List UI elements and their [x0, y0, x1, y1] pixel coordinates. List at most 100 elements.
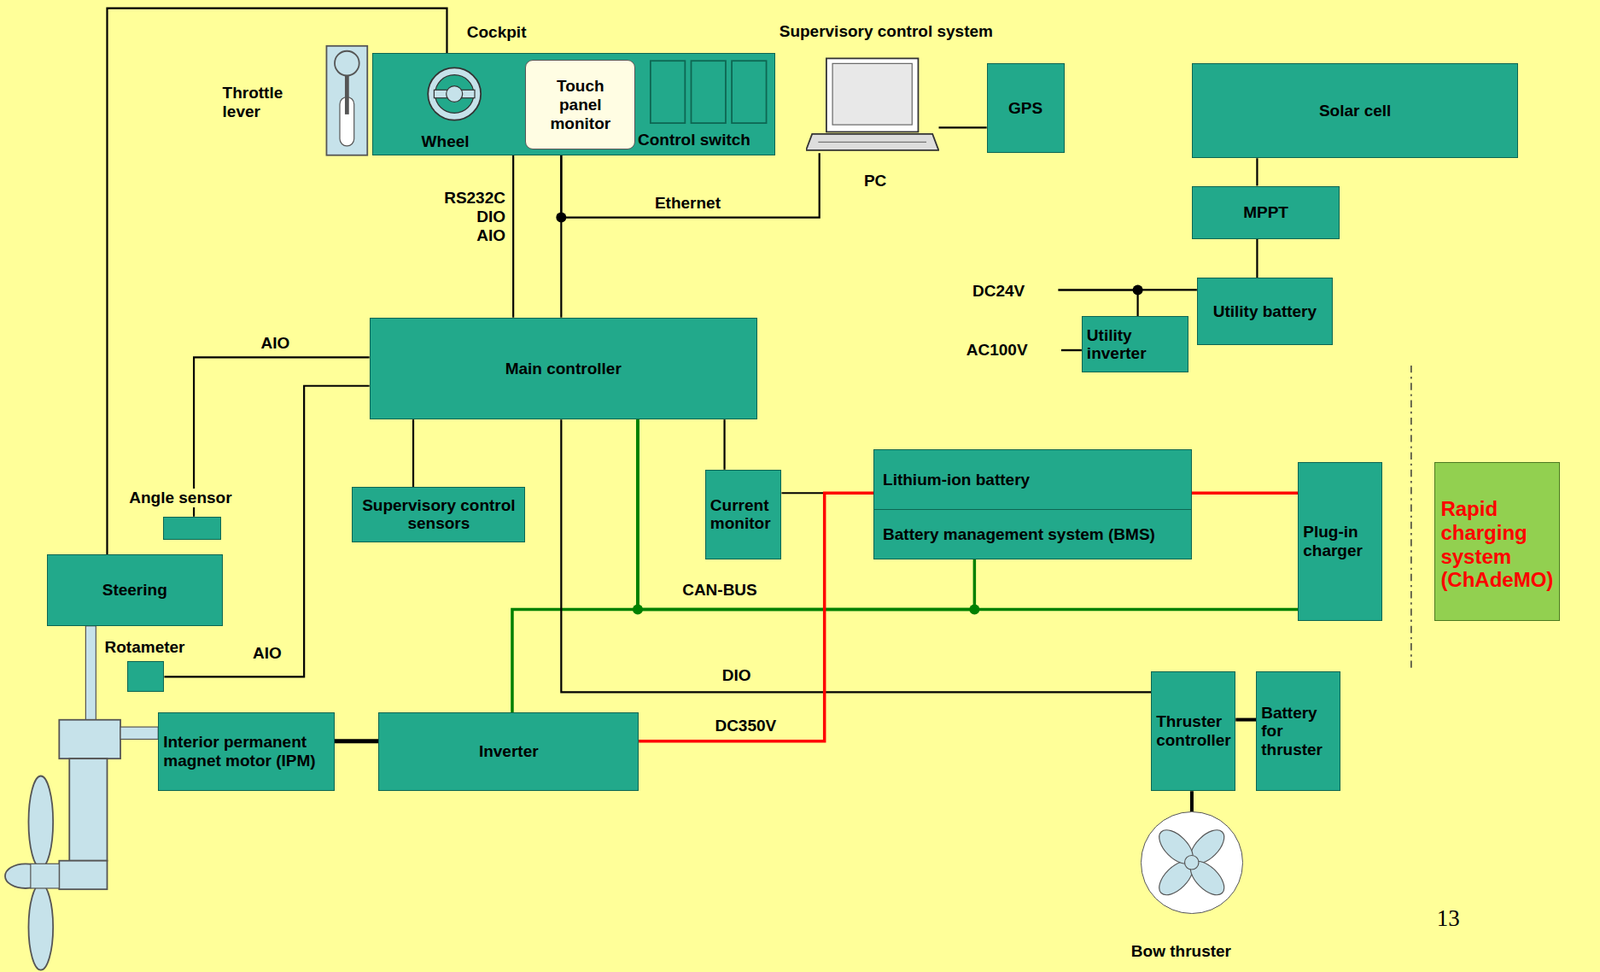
steering-shaft: [85, 625, 96, 720]
wheel-rim: [427, 68, 481, 121]
connector-line: [723, 419, 725, 470]
part-label: AC100V: [966, 340, 1028, 360]
node-heading: Angle sensor: [127, 488, 234, 508]
node-text: Solar cell: [1192, 99, 1518, 123]
junction-dot: [1132, 284, 1144, 295]
propeller-blade: [28, 775, 53, 868]
signal-label: DIO: [720, 665, 754, 685]
node-text: GPS: [987, 97, 1064, 120]
component-box: Thruster controller: [1150, 671, 1236, 791]
component-box: Main controller: [369, 317, 758, 421]
signal-label: DC350V: [712, 716, 778, 736]
component-box: Interior permanent magnet motor (IPM): [157, 712, 335, 791]
component-box: Current monitor: [705, 469, 783, 560]
pc-icon: Supervisory control systemPC: [805, 56, 939, 154]
node-text: Plug-in charger: [1298, 520, 1382, 562]
component-box: Supervisory control sensors: [351, 486, 526, 543]
sensor-box: Rotameter: [127, 660, 164, 692]
node-text: Inverter: [379, 740, 638, 763]
signal-label: CAN-BUS: [680, 580, 760, 600]
control-switch: [650, 60, 685, 123]
junction-dot: [632, 604, 643, 615]
component-box: Steering: [46, 554, 223, 626]
propeller-blade: [28, 883, 53, 970]
drive-head: [58, 719, 121, 759]
laptop-screen: [826, 58, 919, 132]
node-text: Current monitor: [706, 494, 782, 536]
node-heading: Bow thruster: [1129, 941, 1233, 961]
node-text: Battery for thruster: [1256, 701, 1340, 762]
node-heading: Supervisory control system: [777, 22, 995, 41]
component-box: Battery for thruster: [1255, 671, 1341, 791]
node-text: Rapid charging system (ChAdeMO): [1435, 462, 1559, 595]
fan-blade: [1153, 823, 1199, 870]
connector-line: [638, 492, 874, 741]
connector-line: [1255, 239, 1258, 278]
throttle-lever: [326, 46, 368, 156]
connector-line: [334, 738, 379, 743]
component-box: Solar cell: [1191, 63, 1519, 158]
fan-hub: [1185, 855, 1199, 870]
part-label: Throttle lever: [222, 83, 284, 122]
connector-line: [1235, 718, 1256, 722]
component-box: Plug-in charger: [1297, 461, 1383, 620]
part-label: Control switch: [637, 130, 751, 150]
control-switch: [691, 60, 726, 123]
motor-coupling: [120, 726, 158, 739]
signal-label: RS232C DIO AIO: [442, 188, 508, 246]
junction-dot: [969, 604, 980, 615]
signal-label: AIO: [251, 643, 284, 663]
connector-line: [939, 126, 987, 129]
laptop-keys: [817, 141, 927, 143]
part-label: Wheel: [421, 132, 470, 152]
fan-blade: [1185, 855, 1231, 901]
node-text: Interior permanent magnet motor (IPM): [158, 730, 334, 772]
node-text: Utility inverter: [1082, 324, 1188, 366]
fan-art: [1141, 811, 1243, 913]
node-text: Steering: [47, 578, 222, 602]
component-box: Inverter: [378, 712, 639, 791]
laptop-display: [832, 63, 912, 125]
fan-blade: [1185, 823, 1231, 870]
node-text: Utility battery: [1197, 300, 1332, 323]
component-box: MPPT: [1191, 186, 1340, 240]
wheel-hub: [446, 86, 463, 103]
thruster-circle: Bow thruster: [1140, 811, 1244, 914]
ac100v-wire: [1061, 349, 1082, 351]
page-number: 13: [1436, 905, 1460, 932]
junction-dot: [555, 212, 567, 223]
propeller-hub: [30, 863, 59, 888]
part-label: DC24V: [972, 281, 1025, 301]
component-box: Utility inverter: [1081, 315, 1189, 373]
node-text: Thruster controller: [1151, 710, 1235, 752]
control-switch: [731, 60, 766, 123]
node-heading: Cockpit: [465, 23, 529, 42]
monitor-box: Touch panel monitor: [525, 59, 636, 150]
component-box: GPS: [986, 63, 1065, 153]
signal-label: AIO: [259, 333, 292, 353]
connector-line: [637, 419, 1298, 609]
drive-column: [69, 758, 107, 861]
node-text: Battery management system (BMS): [874, 508, 1192, 558]
boundary-line: [1410, 365, 1412, 669]
connector-line: [1138, 289, 1198, 316]
dc24v-wire: [1057, 288, 1138, 291]
laptop-base: [805, 134, 939, 151]
node-text: Main controller: [370, 357, 757, 380]
sensor-box: Angle sensor: [163, 516, 222, 540]
connector-line: [1190, 790, 1194, 812]
node-heading: Rotameter: [103, 637, 187, 657]
component-box: Utility battery: [1197, 277, 1333, 345]
connector-line: [512, 155, 514, 318]
connector-line: [560, 149, 819, 217]
node-text: Supervisory control sensors: [352, 494, 525, 536]
node-text: Lithium-ion battery: [874, 449, 1192, 509]
throttle-knob: [334, 51, 360, 76]
connector-line: [1191, 491, 1298, 496]
laptop-art: [805, 56, 939, 154]
node-text: Touch panel monitor: [525, 74, 635, 136]
connector-line: [1255, 157, 1258, 186]
battery-box: Lithium-ion batteryBattery management sy…: [873, 449, 1192, 560]
